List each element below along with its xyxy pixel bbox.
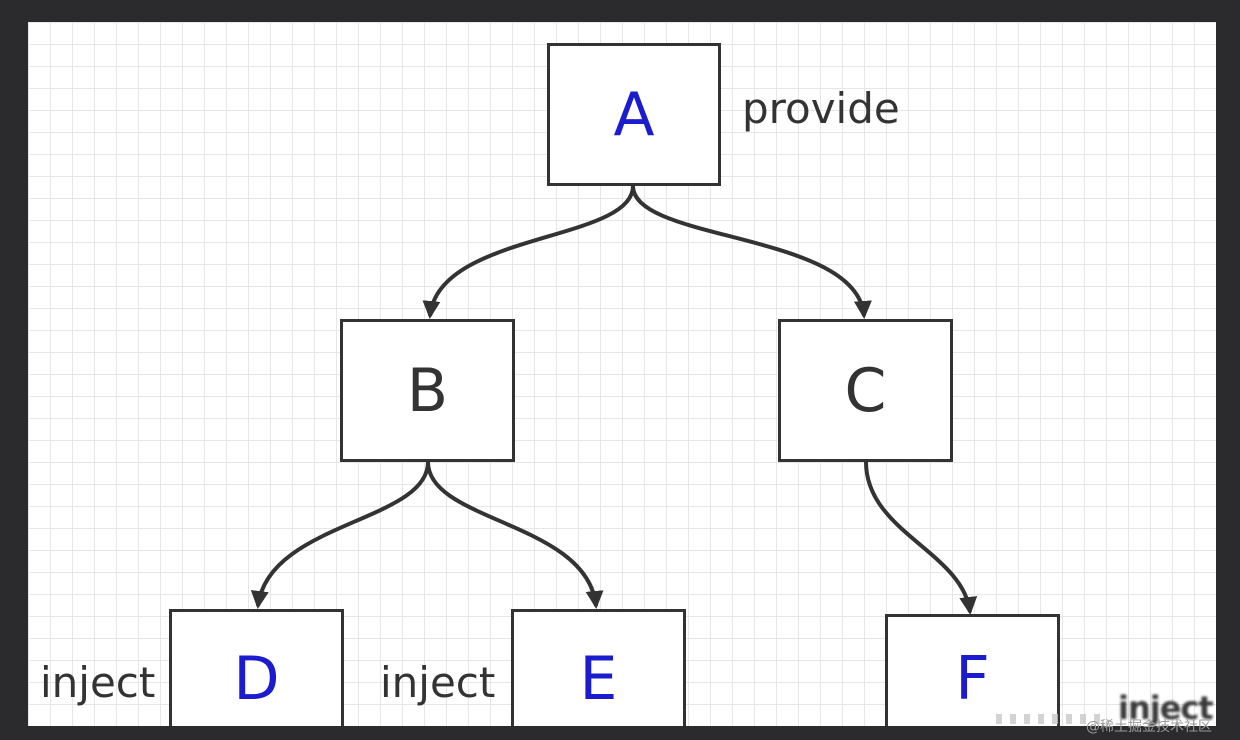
inject-annotation-e: inject [380,658,496,707]
edge-a-b [422,185,635,319]
diagram-canvas: A B C D E F provide inject inject inject [28,22,1216,726]
node-f: F [885,614,1060,726]
edges-layer [250,185,978,615]
edge-c-f [864,461,978,615]
node-f-label: F [955,644,990,714]
node-b-label: B [406,355,449,426]
node-e-label: E [579,644,618,714]
edge-a-c [631,185,872,319]
provide-annotation: provide [742,84,900,133]
edge-b-d [250,461,430,609]
inject-annotation-f: inject [1118,689,1214,726]
node-d-label: D [233,644,280,714]
node-d: D [169,609,344,726]
node-b: B [340,319,515,462]
node-a: A [547,43,721,186]
node-e: E [511,609,686,726]
node-a-label: A [613,79,655,150]
watermark-text: @稀土掘金技术社区 [1086,719,1212,735]
node-c: C [778,319,953,462]
watermark-dots [996,714,1106,724]
edge-b-e [426,461,604,609]
node-c-label: C [844,355,887,426]
inject-annotation-d: inject [40,658,156,707]
